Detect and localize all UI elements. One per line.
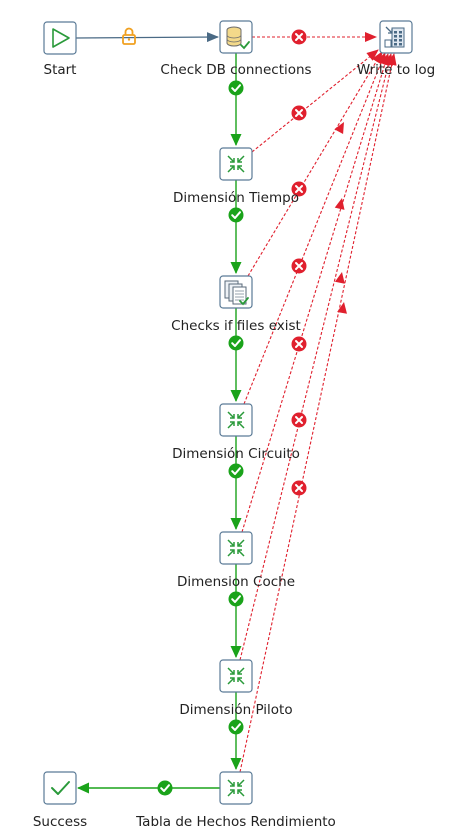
database-check-icon [219,20,253,54]
nodes-layer: Start Check DB connections Write to logDim… [33,20,435,830]
error-arrowhead [334,272,345,284]
job-entry-dim-circuito[interactable]: Dimensión Circuito [172,403,300,462]
job-entry-label: Dimensión Tiempo [173,190,299,206]
job-entry-label: Checks if files exist [171,318,301,334]
job-entry-label: Check DB connections [160,62,311,78]
files-check-icon [219,275,253,309]
hop-error[interactable] [247,51,383,277]
transformation-icon [219,531,253,565]
error-arrowhead [334,122,344,135]
transformation-icon [219,403,253,437]
transformation-icon [219,147,253,181]
hop-error[interactable] [251,49,379,153]
job-entry-label: Write to log [357,62,435,78]
error-x-icon [291,480,307,496]
hop-error[interactable] [239,53,394,661]
job-entry-label: Success [33,814,87,830]
error-x-icon [291,105,307,121]
error-x-icon [291,336,307,352]
job-entry-label: Tabla de Hechos Rendimiento [135,814,336,830]
transformation-icon [219,771,253,805]
success-check-icon [228,80,244,96]
play-icon [43,21,77,55]
job-entry-label: Start [44,62,77,78]
job-entry-label: Dimensión Piloto [179,702,292,718]
job-entry-tabla-hechos[interactable]: Tabla de Hechos Rendimiento [135,771,336,830]
success-check-icon [157,780,173,796]
hop-error[interactable] [241,53,390,533]
error-x-icon [291,29,307,45]
job-entry-success[interactable]: Success [33,771,87,830]
job-entry-start[interactable]: Start [43,21,77,78]
success-check-icon [228,335,244,351]
error-x-icon [291,258,307,274]
job-entry-checks-files[interactable]: Checks if files exist [171,275,301,334]
hop-error[interactable] [243,52,386,405]
job-entry-dim-tiempo[interactable]: Dimensión Tiempo [173,147,299,206]
lock-icon [122,27,136,45]
job-entry-dim-coche[interactable]: Dimension Coche [177,531,295,590]
job-entry-label: Dimensión Circuito [172,446,300,462]
job-entry-dim-piloto[interactable]: Dimensión Piloto [179,659,293,718]
error-x-icon [291,181,307,197]
hop-error[interactable] [239,53,397,773]
success-check-icon [228,463,244,479]
log-document-icon [379,20,413,54]
job-entry-check-db[interactable]: Check DB connections [160,20,312,78]
job-entry-label: Dimension Coche [177,574,295,590]
hop-unconditional[interactable] [75,32,219,43]
error-arrowhead [337,302,347,314]
success-check-icon [228,207,244,223]
transformation-icon [219,659,253,693]
hops-layer [75,32,397,794]
error-x-icon [291,412,307,428]
success-check-icon [228,591,244,607]
job-entry-write-log[interactable]: Write to log [357,20,435,78]
hop-badges-layer [122,27,347,796]
error-arrowhead [334,198,345,210]
success-check-icon [228,719,244,735]
checkmark-icon [43,771,77,805]
